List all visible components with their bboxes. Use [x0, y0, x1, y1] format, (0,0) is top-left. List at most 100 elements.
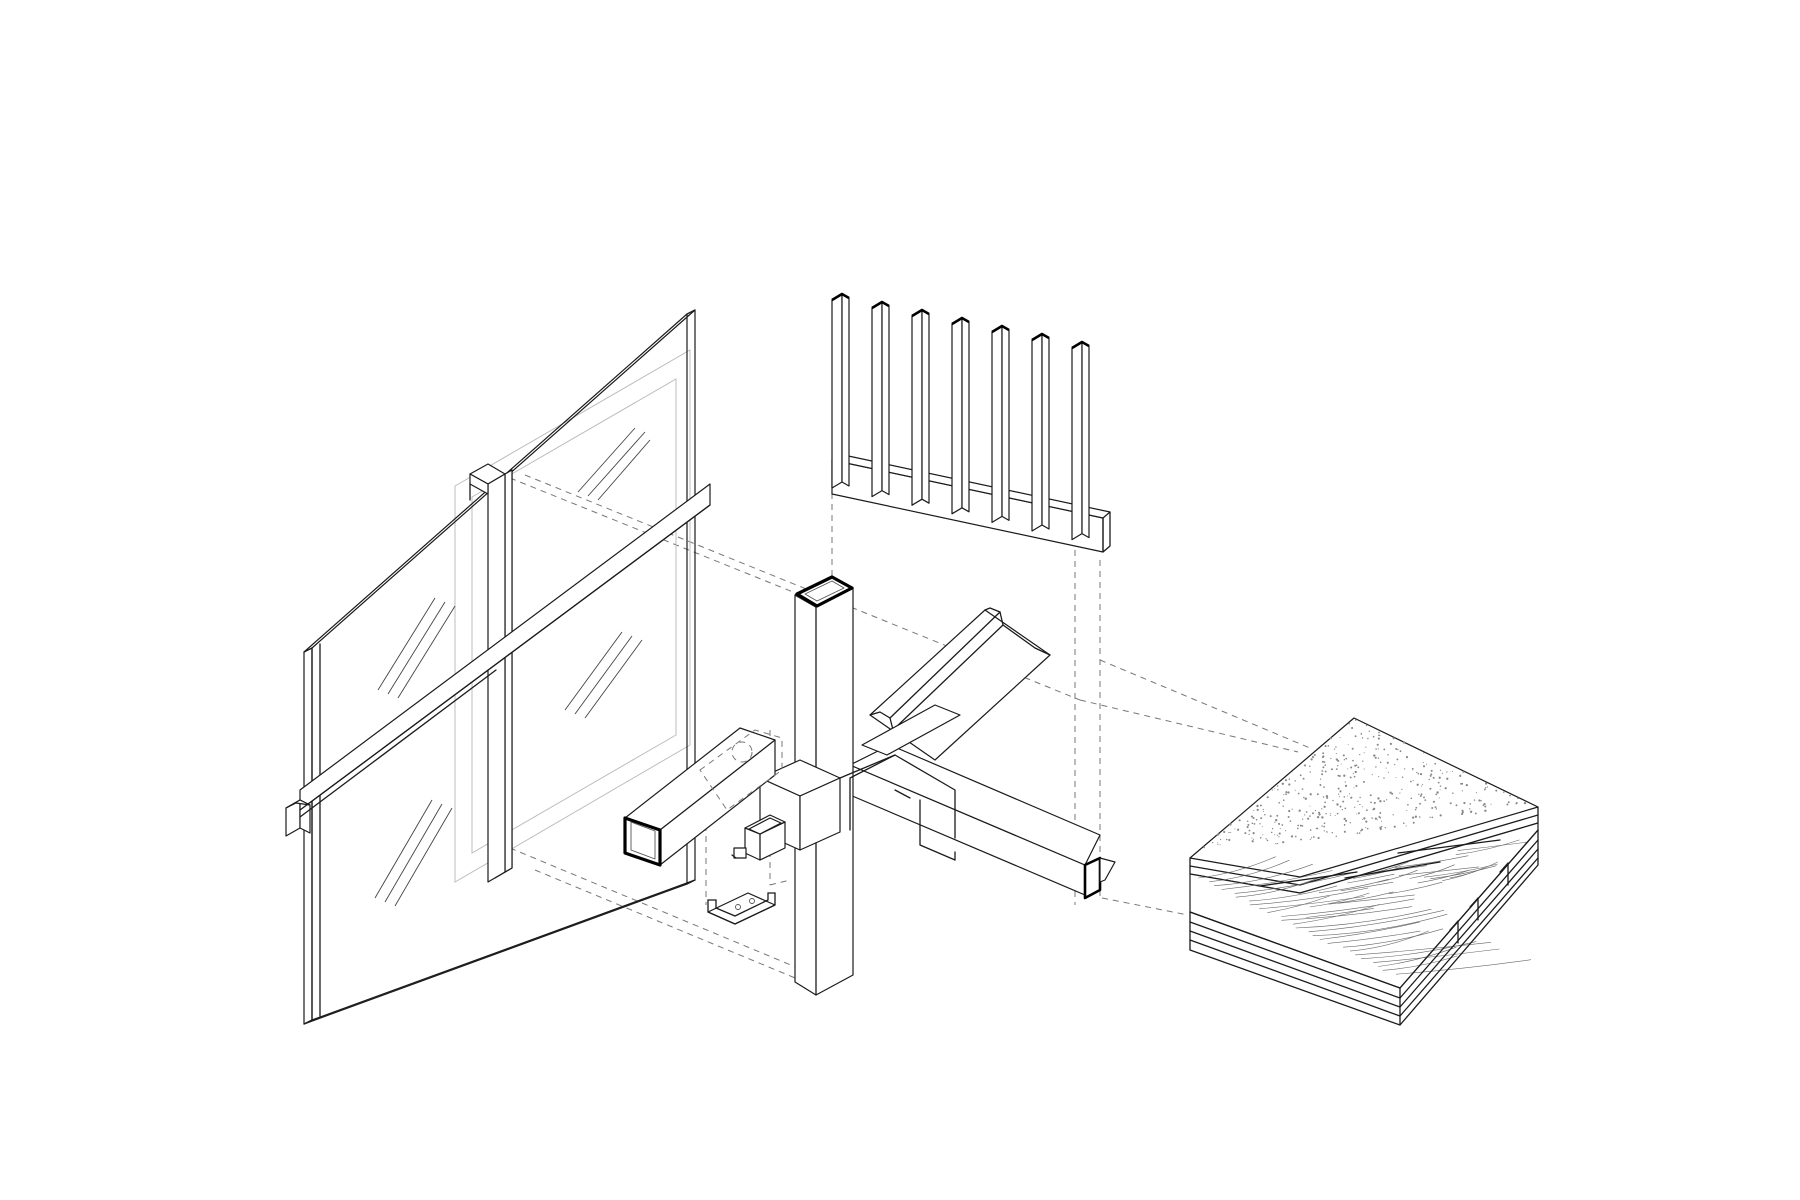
- speckle-dot: [1321, 808, 1323, 810]
- speckle-dot: [1347, 744, 1349, 746]
- speckle-dot: [1275, 842, 1277, 845]
- connection-bracket-assembly: [623, 727, 786, 925]
- grain-stroke: [1343, 928, 1443, 948]
- speckle-dot: [1277, 843, 1279, 845]
- speckle-dot: [1333, 748, 1336, 750]
- grain-stroke: [1417, 869, 1470, 884]
- speckle-dot: [1271, 789, 1273, 791]
- grain-stroke: [1267, 895, 1330, 913]
- speckle-dot: [1353, 775, 1356, 778]
- speckle-dot: [1247, 823, 1250, 826]
- speckle-dot: [1339, 736, 1341, 739]
- speckle-dot: [1419, 794, 1422, 797]
- speckle-dot: [1361, 828, 1364, 831]
- speckle-dot: [1262, 810, 1265, 813]
- clt-floor-slab: [1189, 717, 1539, 1026]
- speckle-dot: [1324, 770, 1327, 773]
- projection-lines: [509, 460, 1311, 981]
- speckle-dot: [1330, 757, 1332, 760]
- grain-stroke: [1309, 892, 1370, 908]
- grain-stroke: [1353, 866, 1402, 879]
- grain-stroke: [1424, 863, 1498, 878]
- speckle-dot: [1322, 755, 1325, 758]
- speckle-dot: [1360, 733, 1363, 735]
- speckle-dot: [1303, 796, 1305, 799]
- speckle-dot: [1425, 763, 1427, 765]
- speckle-dot: [1354, 719, 1357, 721]
- speckle-dot: [1343, 823, 1346, 826]
- speckle-dot: [1279, 827, 1281, 830]
- speckle-dot: [1432, 776, 1435, 779]
- speckle-dot: [1384, 827, 1386, 829]
- speckle-dot: [1285, 793, 1287, 796]
- grain-stroke: [1319, 921, 1420, 940]
- speckle-dot: [1434, 762, 1437, 765]
- speckle-dot: [1223, 830, 1226, 834]
- speckle-dot: [1370, 801, 1372, 804]
- speckle-dot: [1451, 770, 1453, 773]
- speckle-dot: [1403, 768, 1406, 770]
- speckle-dot: [1391, 792, 1394, 795]
- speckle-dot: [1373, 754, 1376, 757]
- speckle-dot: [1463, 801, 1466, 805]
- grain-stroke: [1347, 873, 1395, 884]
- speckle-dot: [1402, 741, 1406, 744]
- grain-stroke: [1396, 959, 1532, 975]
- timber-fin-side: [1081, 341, 1090, 539]
- speckle-dot: [1405, 825, 1407, 827]
- speckle-dot: [1349, 776, 1352, 779]
- speckle-dot: [1376, 743, 1379, 746]
- speckle-dot: [1438, 776, 1441, 779]
- speckle-dot: [1352, 773, 1354, 775]
- speckle-dot: [1397, 748, 1399, 751]
- speckle-dot: [1238, 819, 1241, 822]
- speckle-dot: [1288, 783, 1291, 786]
- speckle-dot: [1338, 775, 1341, 777]
- speckle-dot: [1483, 788, 1486, 791]
- speckle-dot: [1246, 820, 1249, 823]
- speckle-dot: [1444, 787, 1447, 790]
- speckle-dot: [1508, 801, 1510, 803]
- speckle-dot: [1261, 826, 1263, 828]
- speckle-dot: [1359, 796, 1361, 799]
- speckle-dot: [1325, 813, 1327, 815]
- speckle-dot: [1244, 832, 1247, 835]
- timber-fin: [831, 293, 843, 489]
- speckle-dot: [1515, 802, 1518, 804]
- speckle-dot: [1365, 827, 1367, 829]
- speckle-dot: [1368, 730, 1370, 732]
- timber-fin: [911, 309, 923, 506]
- speckle-dot: [1366, 809, 1368, 811]
- speckle-dot: [1385, 767, 1387, 769]
- speckle-dot: [1309, 815, 1311, 817]
- speckle-dot: [1523, 801, 1527, 805]
- speckle-dot: [1299, 824, 1302, 827]
- speckle-dot: [1335, 835, 1338, 838]
- grain-stroke: [1198, 856, 1276, 879]
- speckle-dot: [1344, 781, 1346, 783]
- speckle-dot: [1324, 745, 1327, 748]
- speckle-dot: [1225, 838, 1228, 841]
- speckle-dot: [1278, 822, 1281, 825]
- speckle-dot: [1412, 769, 1414, 771]
- speckle-dot: [1423, 752, 1425, 754]
- speckle-dot: [1343, 759, 1346, 761]
- speckle-dot: [1371, 774, 1373, 776]
- speckle-dot: [1365, 724, 1368, 727]
- speckle-dot: [1373, 801, 1376, 804]
- speckle-dot: [1294, 789, 1296, 791]
- speckle-dot: [1303, 764, 1307, 767]
- speckle-dot: [1365, 746, 1367, 748]
- grain-stroke: [1398, 866, 1479, 876]
- speckle-dot: [1439, 814, 1442, 817]
- speckle-dot: [1315, 827, 1318, 830]
- speckle-dot: [1343, 796, 1346, 798]
- speckle-dot: [1335, 753, 1337, 755]
- speckle-dot: [1419, 802, 1421, 805]
- speckle-dot: [1337, 765, 1339, 767]
- speckle-dot: [1371, 817, 1373, 819]
- speckle-dot: [1495, 789, 1498, 792]
- speckle-dot: [1362, 818, 1364, 821]
- speckle-dot: [1401, 788, 1403, 791]
